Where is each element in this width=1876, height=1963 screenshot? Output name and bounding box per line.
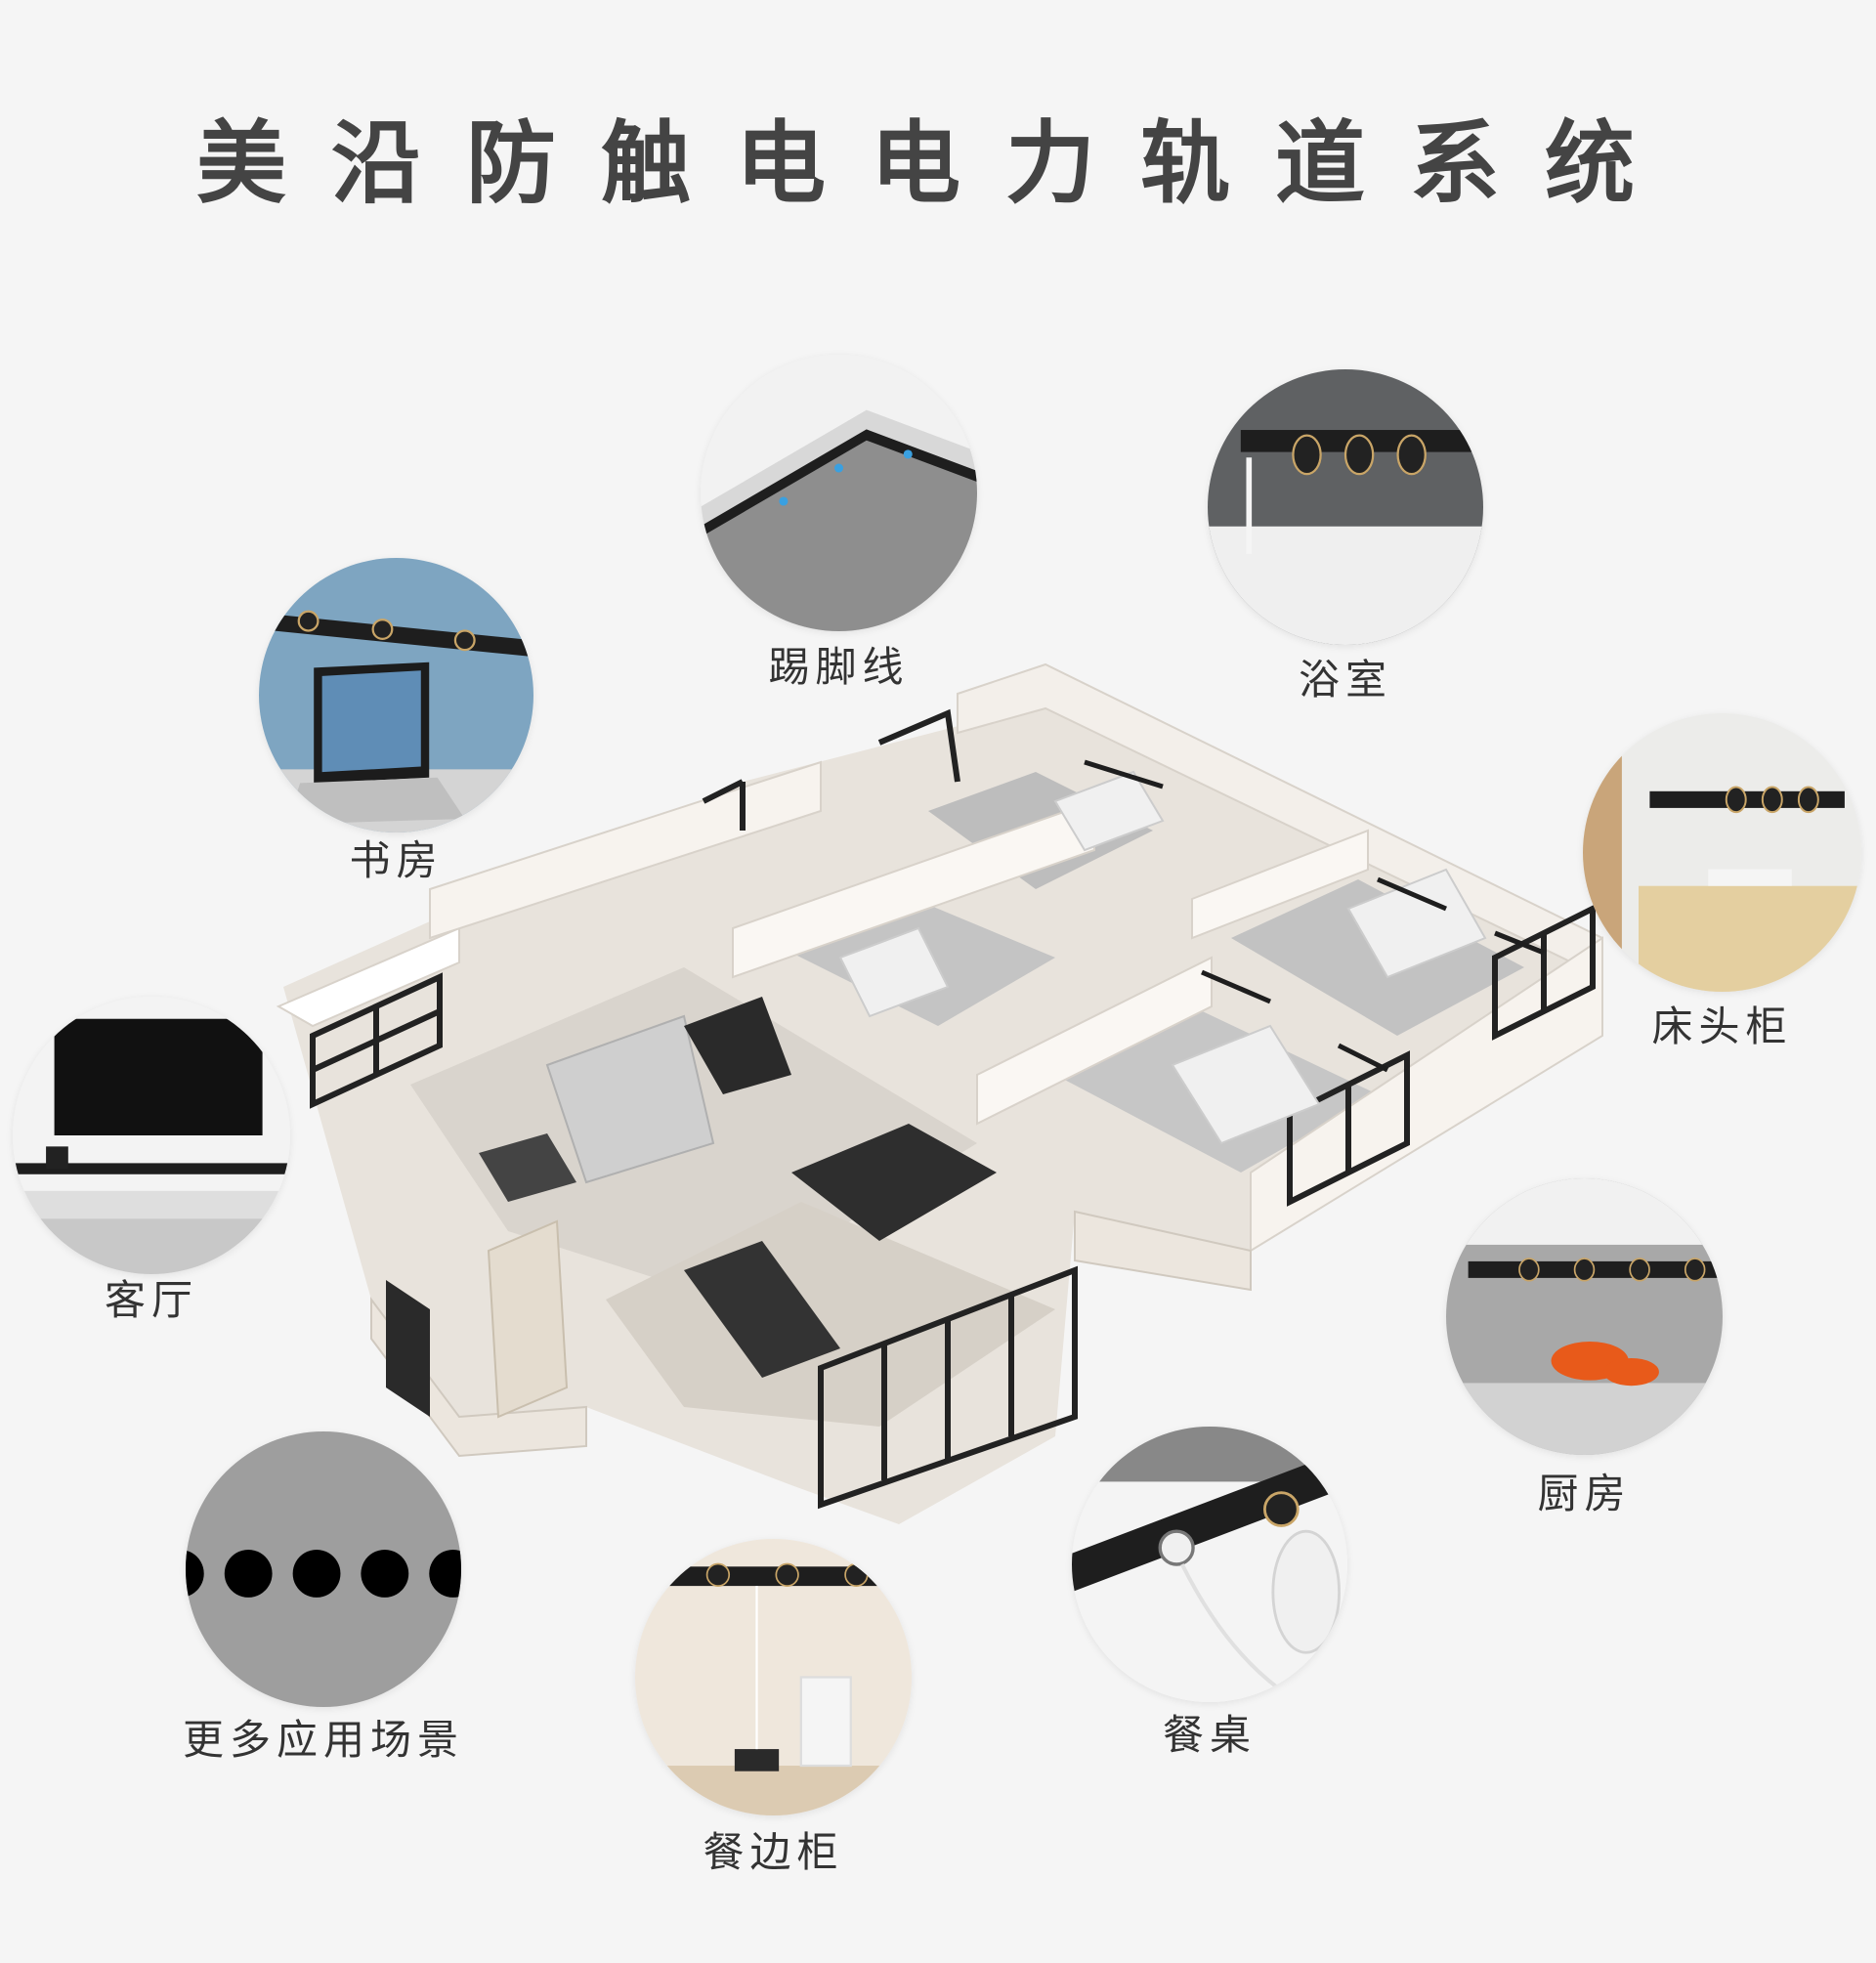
coffee-table [479, 1133, 576, 1202]
wood-screen [487, 1219, 569, 1419]
bed-2 [838, 926, 950, 1018]
scene-label-sideboard: 餐边柜 [703, 1828, 844, 1876]
more-dots: ●●●●●●● [186, 1533, 461, 1605]
scene-label-baseboard: 踢脚线 [768, 643, 910, 691]
power-tracks [1084, 759, 1545, 1073]
scene-label-kitchen: 厨房 [1537, 1470, 1632, 1517]
scene-image-kitchen[interactable] [1446, 1178, 1723, 1455]
partition-1 [732, 799, 1095, 979]
baseboard-photo [701, 355, 977, 631]
wall-left [276, 926, 460, 1028]
entry-door [386, 1280, 430, 1417]
scene-label-more: 更多应用场景 [182, 1716, 464, 1764]
partition-3 [1191, 829, 1369, 940]
bed-4 [1171, 1024, 1321, 1145]
railing-top [702, 708, 960, 831]
window-frame-bedroom [1287, 1050, 1410, 1207]
kitchen-counter [684, 1241, 840, 1378]
scene-image-dining[interactable] [1072, 1427, 1347, 1702]
bedside-photo [1583, 713, 1861, 992]
page-title: 美沿防触电电力轨道系统 [195, 111, 1680, 216]
scene-label-bedside: 床头柜 [1651, 1003, 1793, 1050]
scene-image-bedside[interactable] [1583, 713, 1861, 992]
window-frame-left [310, 972, 443, 1109]
scene-label-study: 书房 [349, 836, 444, 884]
partition-2 [976, 956, 1213, 1126]
wall-back-left [429, 760, 822, 940]
scene-label-dining: 餐桌 [1162, 1711, 1257, 1759]
scene-more-circle[interactable]: ●●●●●●● [186, 1431, 461, 1707]
scene-image-sideboard[interactable] [635, 1539, 912, 1815]
kitchen-island [791, 1124, 997, 1241]
scene-image-bathroom[interactable] [1208, 369, 1483, 645]
floor-slab [283, 704, 1602, 1524]
bathroom-photo [1208, 369, 1483, 645]
sideboard-photo [635, 1539, 912, 1815]
wall-front-right [1074, 1210, 1252, 1292]
sofa [545, 1014, 715, 1184]
wall-front-left [370, 1297, 587, 1458]
scene-label-bathroom: 浴室 [1298, 656, 1392, 704]
bed-3 [1346, 868, 1487, 979]
scene-label-living: 客厅 [104, 1276, 198, 1324]
study-photo [259, 558, 533, 832]
scene-image-study[interactable] [259, 558, 533, 832]
scene-image-baseboard[interactable] [701, 355, 977, 631]
bed-1 [1053, 770, 1165, 852]
window-frame-right [1492, 904, 1596, 1041]
scene-image-living[interactable] [13, 997, 290, 1274]
railing-balcony [818, 1265, 1078, 1510]
dining-table [684, 997, 791, 1094]
living-photo [13, 997, 290, 1274]
kitchen-photo [1446, 1178, 1723, 1455]
dining-photo [1072, 1427, 1347, 1702]
